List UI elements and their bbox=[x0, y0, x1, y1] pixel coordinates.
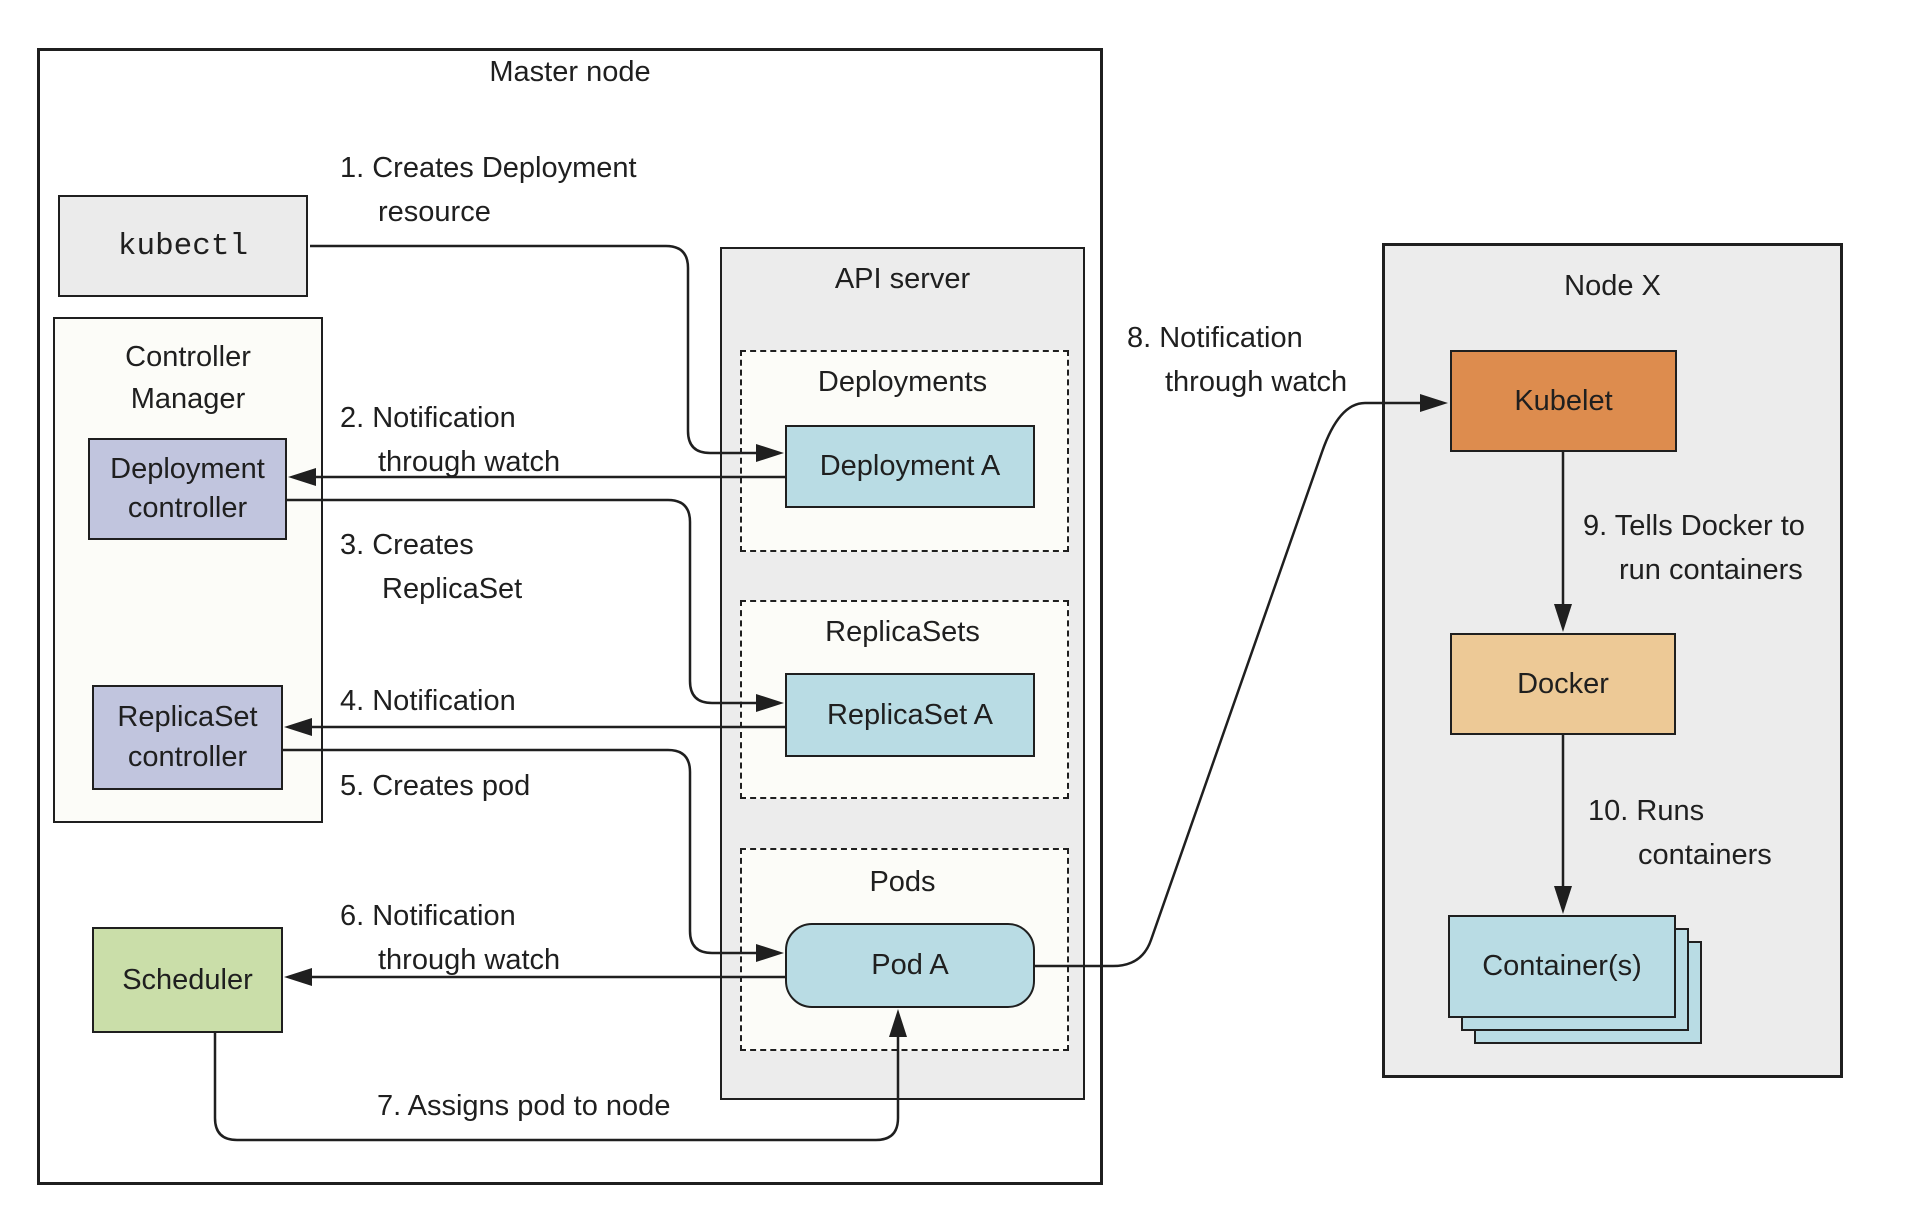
step-5-label: 5. Creates pod bbox=[340, 764, 530, 808]
master-node-title: Master node bbox=[489, 56, 651, 88]
step-2-label: 2. Notification through watch bbox=[340, 396, 560, 484]
pods-group-title: Pods bbox=[869, 866, 936, 898]
deployment-a-label: Deployment A bbox=[819, 450, 1001, 482]
replicaset-controller-box: ReplicaSet controller bbox=[92, 685, 283, 790]
deployment-controller-line2: controller bbox=[127, 492, 248, 524]
step-7-label: 7. Assigns pod to node bbox=[377, 1084, 670, 1128]
deployment-controller-box: Deployment controller bbox=[88, 438, 287, 540]
kubectl-label: kubectl bbox=[117, 228, 249, 264]
controller-manager-title: Controller Manager bbox=[53, 336, 323, 420]
docker-label: Docker bbox=[1517, 667, 1609, 700]
step-8-line1: 8. Notification bbox=[1127, 322, 1303, 354]
step-10-label: 10. Runs containers bbox=[1588, 789, 1772, 877]
step-4-line1: 4. Notification bbox=[340, 685, 516, 717]
pod-a-box: Pod A bbox=[785, 923, 1035, 1008]
step-7-line1: 7. Assigns pod to node bbox=[377, 1090, 671, 1122]
step-1-label: 1. Creates Deployment resource bbox=[340, 146, 637, 234]
step-3-line1: 3. Creates bbox=[340, 529, 474, 561]
replicaset-controller-label: ReplicaSet controller bbox=[117, 698, 257, 776]
deployment-controller-line1: Deployment bbox=[110, 452, 265, 485]
step-6-line1: 6. Notification bbox=[340, 900, 516, 932]
scheduler-box: Scheduler bbox=[92, 927, 283, 1033]
deployment-controller-label: Deployment controller bbox=[110, 450, 265, 528]
step-9-label: 9. Tells Docker to run containers bbox=[1583, 504, 1805, 592]
kubelet-box: Kubelet bbox=[1450, 350, 1677, 452]
deployment-a-box: Deployment A bbox=[785, 425, 1035, 508]
step-5-line1: 5. Creates pod bbox=[340, 770, 531, 802]
controller-manager-title-line1: Controller bbox=[125, 341, 251, 373]
replicaset-controller-line1: ReplicaSet bbox=[117, 701, 258, 734]
step-10-line2: containers bbox=[1638, 839, 1772, 871]
step-2-line1: 2. Notification bbox=[340, 402, 516, 434]
containers-label: Container(s) bbox=[1482, 950, 1642, 982]
step-1-line2: resource bbox=[378, 196, 491, 228]
deployments-group-title: Deployments bbox=[817, 366, 988, 398]
scheduler-label: Scheduler bbox=[122, 963, 253, 996]
step-4-label: 4. Notification bbox=[340, 679, 516, 723]
kubectl-box: kubectl bbox=[58, 195, 308, 297]
step-2-line2: through watch bbox=[378, 446, 561, 478]
step-8-label: 8. Notification through watch bbox=[1127, 316, 1347, 404]
pod-a-label: Pod A bbox=[871, 949, 949, 981]
step-3-line2: ReplicaSet bbox=[382, 573, 523, 605]
containers-box: Container(s) bbox=[1448, 915, 1676, 1018]
docker-box: Docker bbox=[1450, 633, 1676, 735]
replicasets-group-title: ReplicaSets bbox=[825, 616, 980, 648]
step-10-line1: 10. Runs bbox=[1588, 795, 1705, 827]
step-9-line2: run containers bbox=[1619, 554, 1803, 586]
step-6-line2: through watch bbox=[378, 944, 561, 976]
kubelet-label: Kubelet bbox=[1514, 384, 1613, 417]
step-6-label: 6. Notification through watch bbox=[340, 894, 560, 982]
step-3-label: 3. Creates ReplicaSet bbox=[340, 523, 522, 611]
replicaset-a-box: ReplicaSet A bbox=[785, 673, 1035, 757]
step-8-line2: through watch bbox=[1165, 366, 1348, 398]
step-9-line1: 9. Tells Docker to bbox=[1583, 510, 1805, 542]
controller-manager-title-line2: Manager bbox=[130, 383, 246, 416]
node-x-title: Node X bbox=[1564, 270, 1661, 302]
replicaset-controller-line2: controller bbox=[127, 740, 248, 773]
step-1-line1: 1. Creates Deployment bbox=[340, 152, 637, 184]
replicaset-a-label: ReplicaSet A bbox=[826, 698, 994, 731]
api-server-title: API server bbox=[834, 263, 971, 295]
